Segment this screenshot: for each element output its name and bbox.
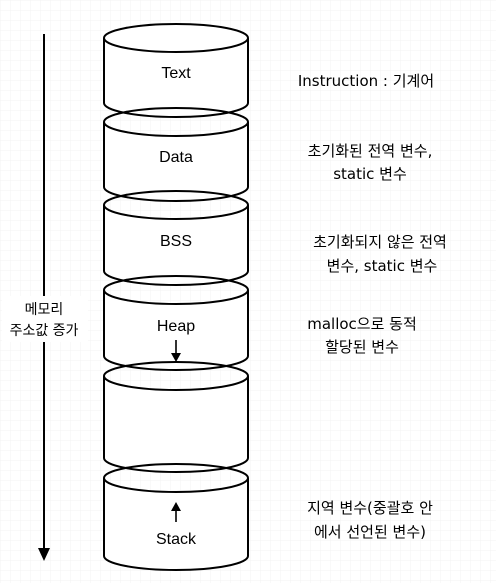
stack-growth-arrowhead — [171, 502, 181, 511]
segment-data: Data — [103, 107, 249, 202]
segment-data-label: Data — [159, 149, 193, 166]
stack-description-line1: 지역 변수(중괄호 안 — [307, 499, 433, 517]
axis-label-line2: 주소값 증가 — [10, 323, 79, 339]
bss-description-line1: 초기화되지 않은 전역 — [313, 233, 447, 251]
segment-stack-label: Stack — [156, 531, 197, 548]
axis-label-line1: 메모리 — [25, 302, 64, 318]
heap-growth-arrowhead — [171, 353, 181, 362]
axis-label-background — [2, 296, 88, 342]
bss-description-line2: 변수, static 변수 — [327, 257, 438, 275]
segment-bss: BSS — [103, 190, 249, 286]
data-description-line2: static 변수 — [333, 165, 407, 183]
segment-text-body — [103, 38, 249, 118]
segment-bss-body — [103, 204, 249, 286]
segment-free — [103, 361, 249, 473]
segment-stack-top-edge — [103, 463, 249, 479]
segment-free-body — [103, 375, 249, 473]
segment-descriptions: Instruction : 기계어 초기화된 전역 변수, static 변수 … — [298, 72, 447, 541]
segment-bss-label: BSS — [160, 233, 192, 250]
segment-data-top-edge — [103, 107, 249, 123]
segment-bss-top-edge — [103, 190, 249, 206]
segment-text-top — [103, 23, 249, 53]
segment-stack: Stack — [103, 463, 249, 571]
heap-description-line1: malloc으로 동적 — [307, 315, 417, 333]
segment-heap-top-edge — [103, 275, 249, 291]
segment-text-label: Text — [161, 65, 191, 82]
segment-text: Text — [103, 23, 249, 118]
axis-arrowhead — [38, 548, 50, 561]
heap-description-line2: 할당된 변수 — [325, 338, 399, 356]
text-description: Instruction : 기계어 — [298, 72, 434, 90]
stack-description-line2: 에서 선언된 변수) — [314, 523, 426, 541]
segment-data-body — [103, 121, 249, 202]
segment-stack-body — [103, 477, 249, 571]
address-axis: 메모리 주소값 증가 — [2, 34, 88, 561]
segment-heap-label: Heap — [157, 318, 195, 335]
data-description-line1: 초기화된 전역 변수, — [308, 142, 433, 160]
segment-free-top-edge — [103, 361, 249, 377]
segment-heap-body — [103, 289, 249, 371]
segment-heap: Heap — [103, 275, 249, 371]
memory-stack-column: Text Data BSS Heap — [103, 23, 249, 571]
